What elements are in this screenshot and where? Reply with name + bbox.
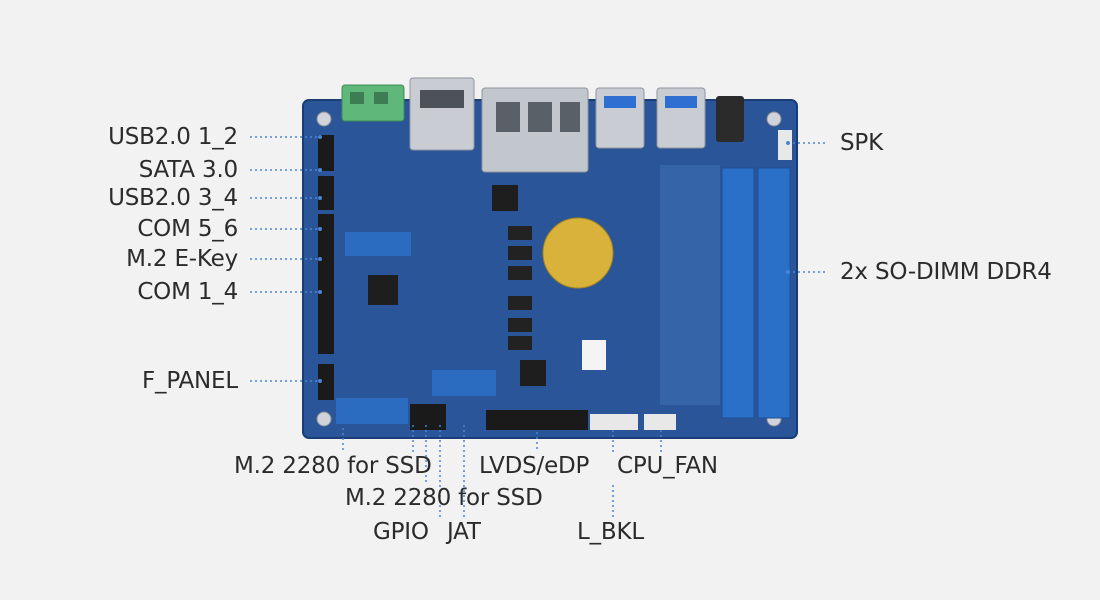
qr-sticker bbox=[582, 340, 606, 370]
lvds-connector bbox=[486, 410, 588, 430]
label-usb20-3-4: USB2.0 3_4 bbox=[108, 185, 238, 211]
label-m2-2280-ssd-1: M.2 2280 for SSD bbox=[234, 453, 432, 479]
chip bbox=[520, 360, 546, 386]
so-dimm-slot-1 bbox=[721, 167, 755, 419]
label-spk: SPK bbox=[840, 130, 883, 156]
leader-lines bbox=[250, 136, 828, 518]
label-jat: JAT bbox=[447, 519, 481, 545]
mosfets bbox=[508, 226, 532, 350]
battery bbox=[542, 217, 614, 289]
pin-headers bbox=[318, 135, 334, 400]
label-so-dimm: 2x SO-DIMM DDR4 bbox=[840, 259, 1052, 285]
m2-ssd-slot bbox=[336, 398, 408, 424]
label-cpu-fan: CPU_FAN bbox=[617, 453, 718, 479]
label-lvds-edp: LVDS/eDP bbox=[479, 453, 590, 479]
label-m2-2280-ssd-2: M.2 2280 for SSD bbox=[345, 485, 543, 511]
label-usb20-1-2: USB2.0 1_2 bbox=[108, 124, 238, 150]
m2-e-slot bbox=[345, 232, 411, 256]
m2-ssd-slot-2 bbox=[432, 370, 496, 396]
audio-jack bbox=[716, 96, 744, 142]
label-l-bkl: L_BKL bbox=[577, 519, 644, 545]
label-f-panel: F_PANEL bbox=[141, 368, 238, 394]
label-sata-3-0: SATA 3.0 bbox=[138, 157, 238, 183]
cpu-fan-connector bbox=[590, 414, 638, 430]
chip bbox=[368, 275, 398, 305]
label-gpio: GPIO bbox=[373, 519, 429, 545]
label-com-1-4: COM 1_4 bbox=[137, 279, 238, 305]
l-bkl-connector bbox=[644, 414, 676, 430]
label-m2-e-key: M.2 E-Key bbox=[126, 246, 238, 272]
so-dimm-slot-2 bbox=[757, 167, 791, 419]
spk-connector bbox=[778, 130, 792, 160]
label-com-5-6: COM 5_6 bbox=[137, 216, 238, 242]
hdmi-port bbox=[409, 77, 475, 151]
chip bbox=[492, 185, 518, 211]
